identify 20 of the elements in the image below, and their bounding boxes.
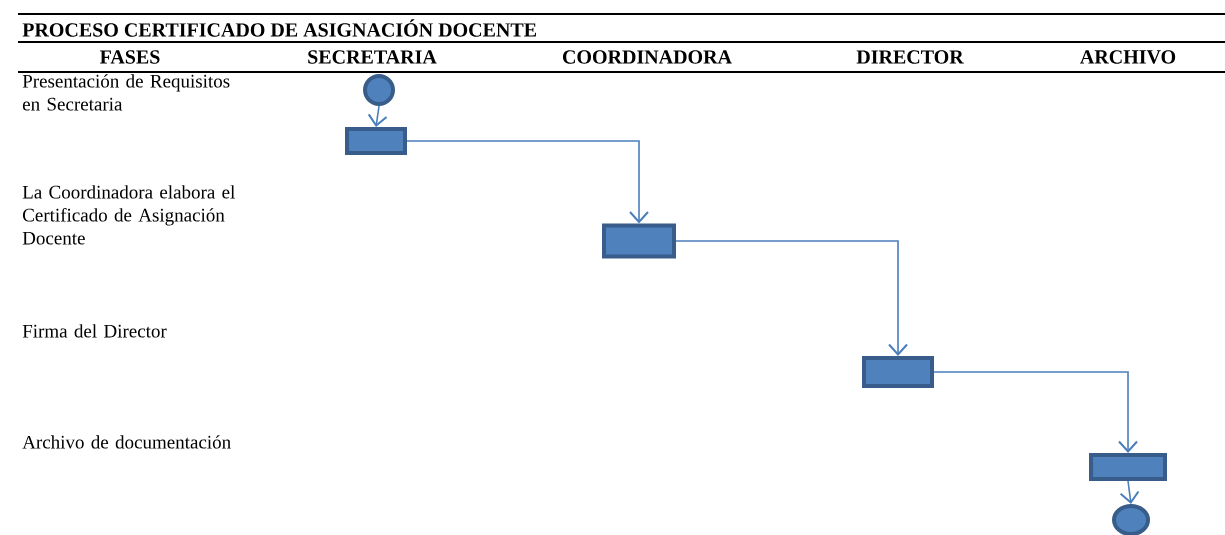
column-header: ARCHIVO	[1080, 50, 1176, 64]
phase-text: Presentación de Requisitos en Secretaria	[22, 74, 230, 111]
activity-box	[862, 356, 934, 388]
activity-box	[1089, 453, 1167, 481]
column-header: DIRECTOR	[856, 50, 964, 64]
column-header: FASES	[99, 50, 160, 64]
arrow	[675, 240, 908, 356]
column-header: COORDINADORA	[563, 50, 732, 64]
column-header: SECRETARIA	[308, 50, 437, 64]
terminal-circle	[363, 74, 395, 106]
arrow	[367, 105, 388, 127]
phase-text: Archivo de documentación	[22, 435, 231, 449]
arrow	[406, 140, 649, 224]
phase-text: La Coordinadora elabora el Certificado de Asignación Docente	[22, 185, 235, 245]
table-title: PROCESO CERTIFICADO DE ASIGNACIÓN DOCENTE	[22, 19, 537, 37]
activity-box	[345, 127, 407, 155]
phase-text: Firma del Director	[22, 324, 167, 338]
arrow	[933, 371, 1138, 453]
activity-box	[602, 223, 676, 259]
arrow	[1119, 480, 1140, 504]
